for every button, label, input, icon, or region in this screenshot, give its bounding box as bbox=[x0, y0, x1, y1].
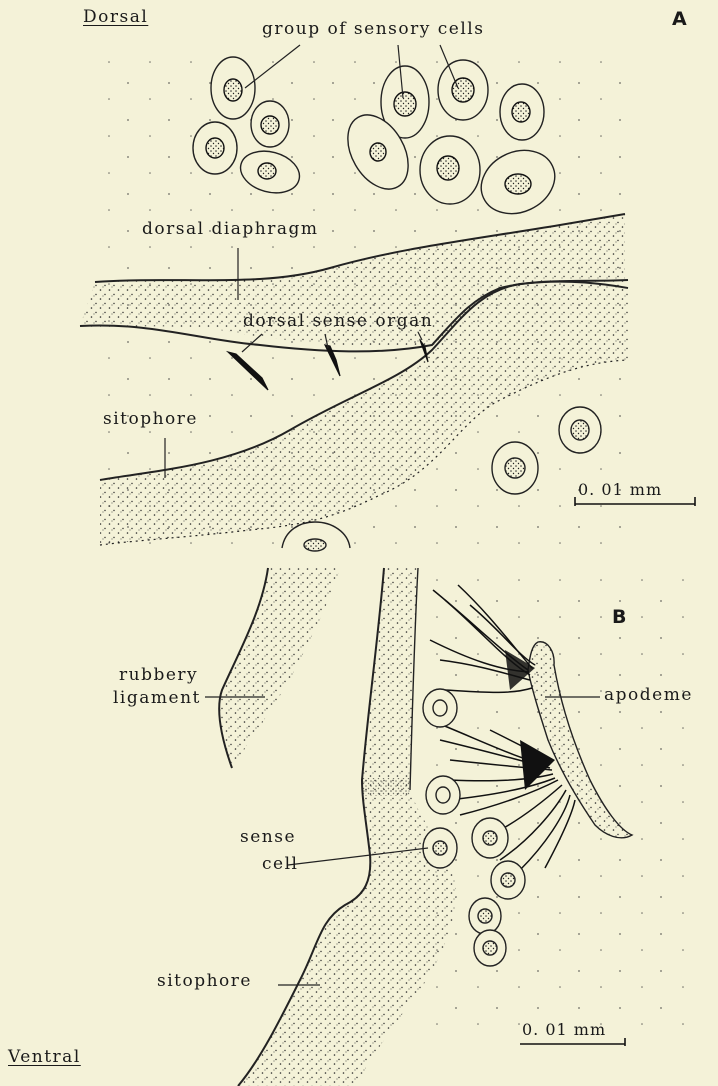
dorsal-label: Dorsal bbox=[83, 8, 148, 27]
cell bbox=[492, 442, 538, 494]
sense-cell bbox=[426, 776, 460, 814]
sensory-cell bbox=[251, 101, 289, 147]
sense-cell-label-line2: cell bbox=[262, 855, 298, 874]
sense-cell bbox=[472, 818, 508, 858]
scale-label-a: 0. 01 mm bbox=[578, 480, 662, 499]
sense-cell bbox=[491, 861, 525, 899]
rubbery-ligament bbox=[219, 568, 340, 768]
sense-cell-label-line1: sense bbox=[240, 828, 296, 847]
panel-a-letter: A bbox=[672, 8, 687, 30]
sensory-cell bbox=[193, 122, 237, 174]
cell bbox=[559, 407, 601, 453]
sense-cell bbox=[423, 689, 457, 727]
sense-cell bbox=[423, 828, 457, 868]
apodeme-label: apodeme bbox=[604, 686, 693, 705]
sitophore-a-label: sitophore bbox=[103, 410, 198, 429]
sensory-cell bbox=[420, 136, 480, 204]
sense-cell bbox=[474, 930, 506, 966]
sensory-cell bbox=[438, 60, 488, 120]
ventral-label: Ventral bbox=[8, 1048, 81, 1067]
sensory-cell bbox=[500, 84, 544, 140]
scale-label-b: 0. 01 mm bbox=[522, 1020, 606, 1039]
sitophore-joint bbox=[362, 778, 410, 796]
sensory-cell bbox=[211, 57, 255, 119]
ligament-label-line1: rubbery bbox=[119, 666, 198, 685]
sense-cell bbox=[469, 898, 501, 934]
dorsal-sense-organ-label: dorsal sense organ bbox=[243, 312, 433, 331]
dorsal-diaphragm-label: dorsal diaphragm bbox=[142, 220, 319, 239]
sitophore-b-label: sitophore bbox=[157, 972, 252, 991]
sensory-cells-label: group of sensory cells bbox=[262, 20, 484, 39]
scale-bar-b bbox=[520, 1038, 625, 1046]
ligament-label-line2: ligament bbox=[113, 689, 201, 708]
panel-b-letter: B bbox=[612, 606, 626, 628]
